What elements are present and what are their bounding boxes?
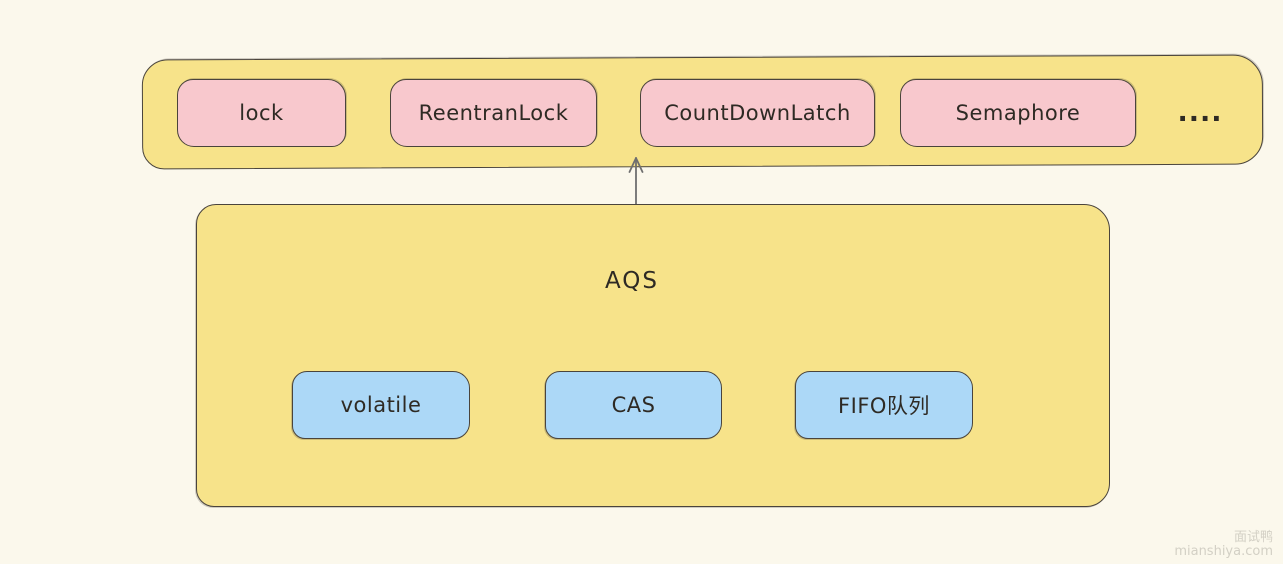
node-reentranlock-label: ReentranLock [418, 101, 569, 125]
node-semaphore-label: Semaphore [955, 101, 1081, 125]
aqs-container [196, 204, 1110, 507]
node-cas-label: CAS [611, 393, 656, 417]
aqs-title: AQS [604, 268, 660, 294]
node-fifo-queue: FIFO队列 [795, 371, 973, 439]
node-countdownlatch-label: CountDownLatch [664, 101, 851, 125]
node-volatile: volatile [292, 371, 470, 439]
watermark-site: mianshiya.com [1174, 544, 1273, 559]
node-cas: CAS [545, 371, 722, 439]
watermark: 面试鸭 mianshiya.com [1174, 531, 1273, 559]
up-arrow-icon [628, 157, 644, 208]
watermark-name: 面试鸭 [1233, 530, 1273, 545]
node-fifo-queue-label: FIFO队列 [838, 394, 930, 418]
node-reentranlock: ReentranLock [390, 79, 597, 147]
node-lock-label: lock [239, 101, 284, 125]
node-semaphore: Semaphore [900, 79, 1136, 147]
node-countdownlatch: CountDownLatch [640, 79, 875, 147]
node-volatile-label: volatile [340, 393, 422, 417]
node-lock: lock [177, 79, 346, 147]
ellipsis-more-label: .... [1177, 97, 1223, 128]
